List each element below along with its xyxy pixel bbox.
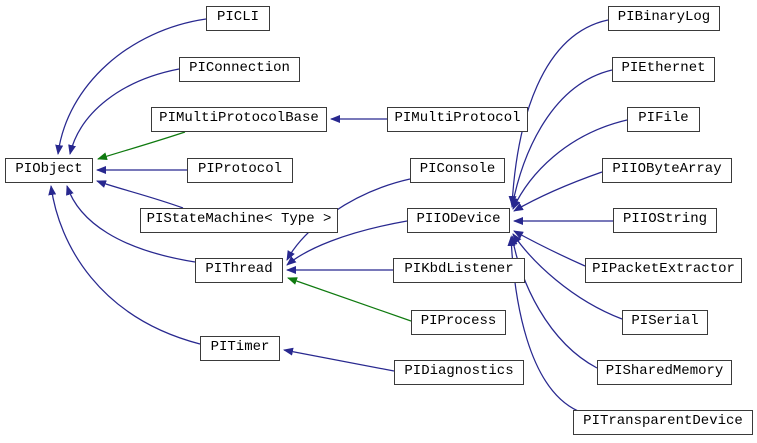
inheritance-edge-PIIOByteArray-to-PIIODevice [513,171,603,212]
class-node-label: PIIOByteArray [612,161,722,177]
class-node-label: PICLI [216,9,259,25]
class-node-pidiagnostics[interactable]: PIDiagnostics [394,360,524,385]
class-node-label: PISerial [631,313,699,329]
class-node-pipacketextractor[interactable]: PIPacketExtractor [585,258,742,283]
class-node-pisharedmemory[interactable]: PISharedMemory [597,360,732,385]
class-node-label: PIIOString [622,211,707,227]
inheritance-edge-PIConnection-to-PIObject [68,68,180,155]
class-node-piethernet[interactable]: PIEthernet [612,57,715,82]
class-node-piiostring[interactable]: PIIOString [613,208,717,233]
inheritance-edge-PIStateMachineType-to-PIObject [96,180,184,209]
inheritance-edge-PISharedMemory-to-PIIODevice [509,235,598,369]
class-node-piprocess[interactable]: PIProcess [411,310,506,335]
class-node-picli[interactable]: PICLI [206,6,270,31]
class-node-pithread[interactable]: PIThread [195,258,283,283]
inheritance-edge-PIMultiProtocolBase-to-PIObject [97,131,186,161]
class-node-piiobytearray[interactable]: PIIOByteArray [602,158,732,183]
class-node-label: PIConsole [419,161,496,177]
class-node-label: PIFile [638,110,689,126]
class-node-label: PIMultiProtocolBase [159,110,319,126]
class-node-pitimer[interactable]: PITimer [200,336,280,361]
class-node-piconsole[interactable]: PIConsole [410,158,505,183]
inheritance-edge-PIProcess-to-PIThread [287,277,412,322]
class-node-piprotocol[interactable]: PIProtocol [187,158,293,183]
class-node-piiodevice[interactable]: PIIODevice [407,208,510,233]
class-node-pifile[interactable]: PIFile [627,107,700,132]
class-node-label: PIObject [15,161,83,177]
class-node-label: PITransparentDevice [583,413,743,429]
class-node-label: PIDiagnostics [404,363,514,379]
inheritance-edge-PIThread-to-PIObject [66,185,196,263]
class-node-label: PIIODevice [416,211,501,227]
class-node-label: PIProcess [420,313,497,329]
class-node-piobject[interactable]: PIObject [5,158,93,183]
class-node-label: PIMultiProtocol [394,110,521,126]
class-node-label: PITimer [210,339,270,355]
class-node-label: PIStateMachine< Type > [146,211,332,227]
inheritance-edge-PIFile-to-PIIODevice [512,119,628,210]
class-node-label: PIProtocol [197,161,282,177]
class-node-pimultiprotocol[interactable]: PIMultiProtocol [387,107,528,132]
inheritance-edge-PISerial-to-PIIODevice [512,233,623,320]
class-node-pikbdlistener[interactable]: PIKbdListener [393,258,525,283]
inheritance-edge-PIBinaryLog-to-PIIODevice [508,19,609,206]
class-node-label: PIBinaryLog [617,9,711,25]
inheritance-edge-PIIODevice-to-PIThread [286,220,408,266]
class-node-label: PIEthernet [621,60,706,76]
inheritance-edge-PITimer-to-PIObject [48,185,201,345]
class-node-label: PIKbdListener [404,261,514,277]
class-node-pibinarylog[interactable]: PIBinaryLog [608,6,720,31]
class-node-label: PISharedMemory [605,363,724,379]
inheritance-edge-PIDiagnostics-to-PITimer [283,347,395,372]
inheritance-edge-PIEthernet-to-PIIODevice [509,69,613,208]
class-node-piserial[interactable]: PISerial [622,310,708,335]
class-node-pitransparentdevice[interactable]: PITransparentDevice [573,410,753,435]
class-node-pimultiprotocolbase[interactable]: PIMultiProtocolBase [151,107,327,132]
class-node-piconnection[interactable]: PIConnection [179,57,300,82]
class-node-label: PIConnection [189,60,290,76]
class-node-pistatemachinetype[interactable]: PIStateMachine< Type > [140,208,338,233]
class-node-label: PIThread [205,261,273,277]
class-node-label: PIPacketExtractor [592,261,735,277]
inheritance-edge-PICLI-to-PIObject [55,18,207,155]
